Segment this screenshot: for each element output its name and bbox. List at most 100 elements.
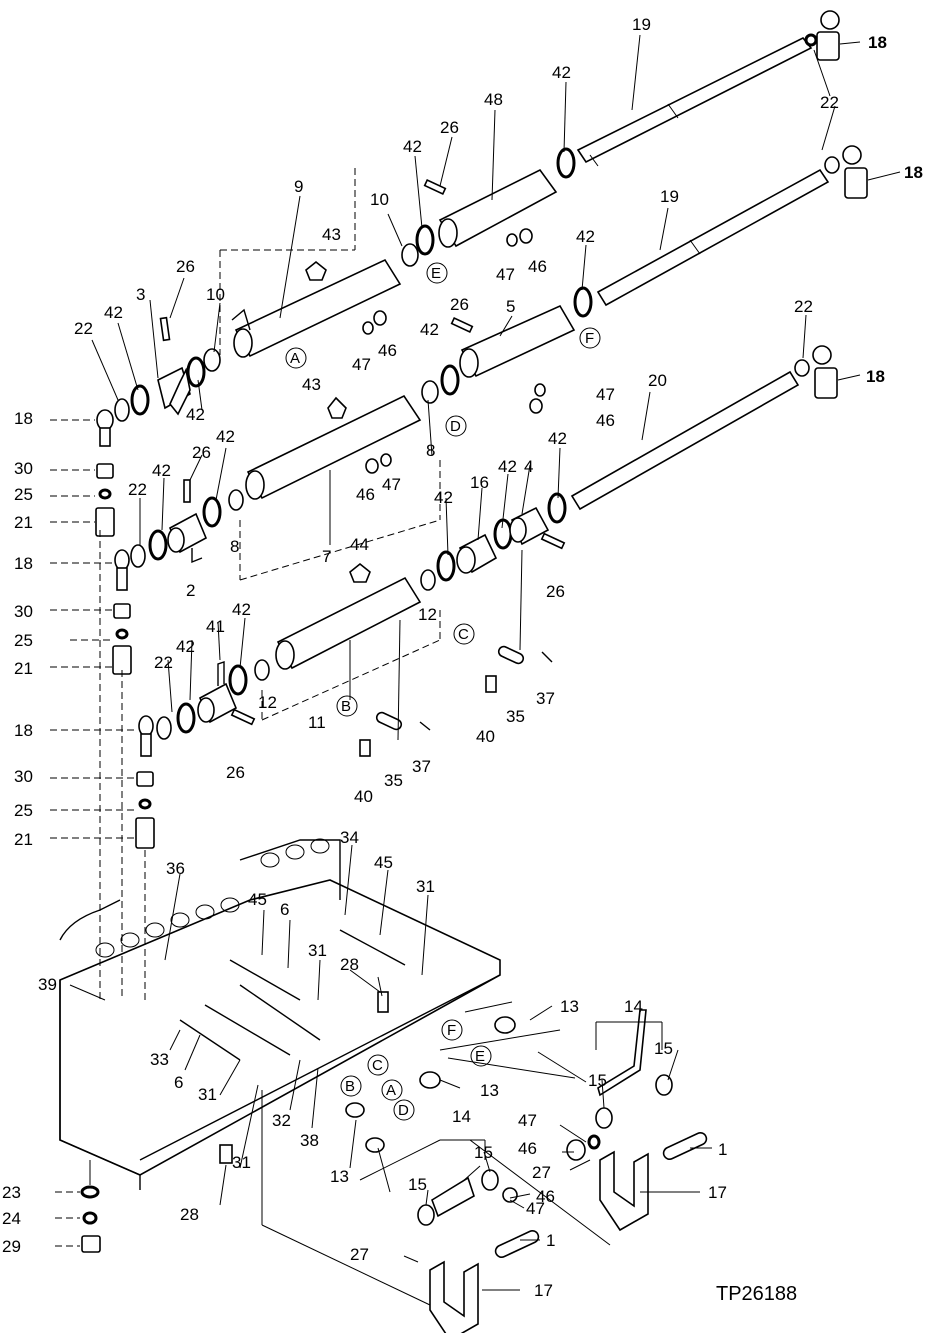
callout-42: 42 [420, 320, 439, 339]
block-4 [509, 492, 567, 546]
connector-F-upper: F [579, 327, 601, 349]
callout-37: 37 [536, 689, 555, 708]
callout-28: 28 [340, 955, 359, 974]
svg-text:B: B [341, 698, 351, 715]
connector-B-lower: B [340, 1075, 362, 1097]
svg-text:E: E [431, 265, 441, 282]
shaft-9 [203, 243, 419, 372]
callout-36: 36 [166, 859, 185, 878]
callout-15: 15 [408, 1175, 427, 1194]
callout-47: 47 [496, 265, 515, 284]
callout-25: 25 [14, 801, 33, 820]
svg-text:D: D [398, 1102, 409, 1119]
callout-26: 26 [192, 443, 211, 462]
callout-15: 15 [654, 1039, 673, 1058]
connector-A-lower: A [381, 1079, 403, 1101]
callout-37: 37 [412, 757, 431, 776]
callout-34: 34 [340, 828, 359, 847]
callout-42: 42 [576, 227, 595, 246]
callout-3: 3 [136, 285, 145, 304]
callout-38: 38 [300, 1131, 319, 1150]
callout-40: 40 [354, 787, 373, 806]
svg-text:C: C [372, 1057, 383, 1074]
callout-6: 6 [280, 900, 289, 919]
callout-44: 44 [350, 535, 369, 554]
valve-block [59, 838, 501, 1190]
connector-C-upper: C [453, 623, 475, 645]
callout-25: 25 [14, 485, 33, 504]
callout-27: 27 [350, 1245, 369, 1264]
callout-15: 15 [588, 1071, 607, 1090]
bracket-17-lower [429, 1260, 479, 1333]
fittings-43-44 [305, 260, 371, 583]
callout-8: 8 [230, 537, 239, 556]
callout-33: 33 [150, 1050, 169, 1069]
callout-30: 30 [14, 767, 33, 786]
svg-text:F: F [585, 330, 594, 347]
callout-39: 39 [38, 975, 57, 994]
callout-17: 17 [708, 1183, 727, 1202]
callout-46: 46 [596, 411, 615, 430]
callout-18: 18 [904, 163, 923, 182]
callout-48: 48 [484, 90, 503, 109]
callout-24: 24 [2, 1209, 21, 1228]
callout-21: 21 [14, 513, 33, 532]
rod-end-18-low [794, 345, 838, 399]
callout-42: 42 [434, 488, 453, 507]
callout-46: 46 [536, 1187, 555, 1206]
callout-35: 35 [384, 771, 403, 790]
rod-ends-13 [219, 991, 516, 1164]
callout-22: 22 [74, 319, 93, 338]
callout-31: 31 [308, 941, 327, 960]
callout-26: 26 [226, 763, 245, 782]
bellcrank-14-lower [417, 1169, 518, 1226]
callout-4: 4 [524, 457, 533, 476]
callout-47: 47 [526, 1199, 545, 1218]
callout-21: 21 [14, 659, 33, 678]
svg-text:B: B [345, 1078, 355, 1095]
connector-labels: A E F D C B F E C B A D [285, 262, 601, 1121]
callout-47: 47 [518, 1111, 537, 1130]
callout-6: 6 [174, 1073, 183, 1092]
callout-42: 42 [216, 427, 235, 446]
lever-41 [156, 661, 238, 740]
callout-13: 13 [330, 1167, 349, 1186]
shaft-48 [415, 147, 576, 256]
bottom-left-stack [80, 1185, 101, 1253]
callout-10: 10 [206, 285, 225, 304]
callout-22: 22 [794, 297, 813, 316]
callout-27: 27 [532, 1163, 551, 1182]
callout-42: 42 [548, 429, 567, 448]
callout-18: 18 [14, 554, 33, 573]
callout-46: 46 [356, 485, 375, 504]
callout-26: 26 [176, 257, 195, 276]
callout-2: 2 [186, 581, 195, 600]
callout-47: 47 [382, 475, 401, 494]
callout-29: 29 [2, 1237, 21, 1256]
callout-13: 13 [480, 1081, 499, 1100]
callout-12: 12 [418, 605, 437, 624]
callout-14: 14 [624, 997, 643, 1016]
callout-23: 23 [2, 1183, 21, 1202]
callout-30: 30 [14, 602, 33, 621]
pins [159, 178, 566, 757]
callout-19: 19 [660, 187, 679, 206]
svg-text:D: D [450, 418, 461, 435]
callout-28: 28 [180, 1205, 199, 1224]
connector-D-lower: D [393, 1099, 415, 1121]
shaft-7 [202, 380, 439, 528]
callout-18: 18 [14, 409, 33, 428]
left-stack [95, 409, 155, 849]
callout-47: 47 [596, 385, 615, 404]
callout-18: 18 [866, 367, 885, 386]
callout-13: 13 [560, 997, 579, 1016]
callout-42: 42 [186, 405, 205, 424]
callout-42: 42 [552, 63, 571, 82]
callout-labels: 19 18 42 22 48 26 42 18 9 10 19 43 42 47… [2, 15, 923, 1300]
callout-18: 18 [868, 33, 887, 52]
callout-43: 43 [322, 225, 341, 244]
callout-42: 42 [104, 303, 123, 322]
lever-3 [114, 356, 206, 422]
connector-E-upper: E [426, 262, 448, 284]
callout-42: 42 [152, 461, 171, 480]
